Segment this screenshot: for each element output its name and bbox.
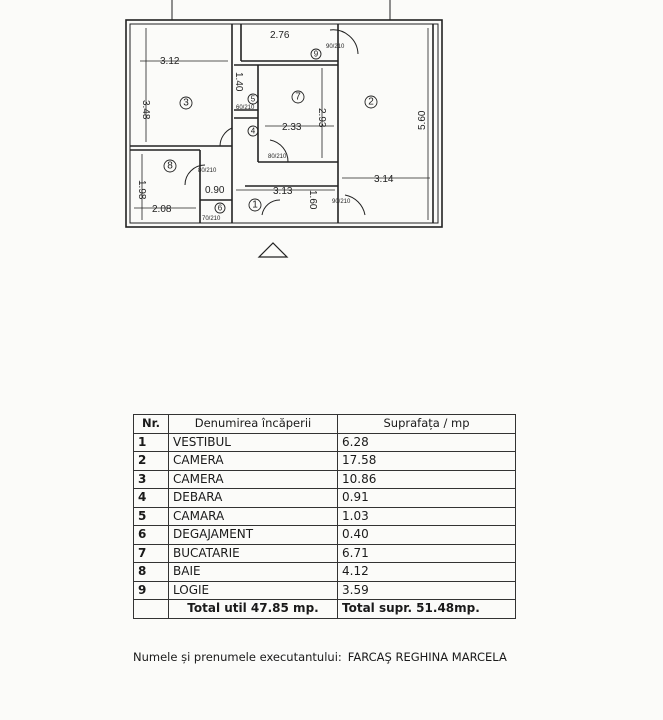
outer-wall — [125, 19, 443, 228]
north-arrow-icon — [257, 242, 289, 258]
room-number: 2 — [368, 97, 374, 108]
row-name: DEBARA — [168, 488, 338, 508]
door-label: 80/210 — [268, 154, 287, 160]
header-name: Denumirea încăperii — [168, 414, 338, 434]
total-supr: Total supr. 51.48mp. — [337, 599, 516, 619]
row-name: BUCATARIE — [168, 543, 338, 563]
row-name: CAMERA — [168, 469, 338, 489]
door-label: 90/210 — [326, 44, 345, 50]
row-area: 4.12 — [337, 562, 516, 582]
row-area: 0.91 — [337, 488, 516, 508]
header-nr: Nr. — [133, 414, 169, 434]
table-total-row: Total util 47.85 mp. Total supr. 51.48mp… — [133, 599, 516, 619]
room-number: 8 — [167, 161, 173, 172]
dim-label: 3.14 — [374, 174, 394, 185]
row-area: 6.71 — [337, 543, 516, 563]
row-name: CAMARA — [168, 506, 338, 526]
row-nr: 7 — [133, 543, 169, 563]
dim-label: 5.60 — [417, 110, 428, 130]
room-number: 7 — [295, 92, 301, 103]
executant-name: FARCAŞ REGHINA MARCELA — [347, 650, 507, 664]
dim-label: 0.90 — [205, 185, 225, 196]
executant-line: Numele și prenumele executantului: FARCAŞ… — [133, 650, 507, 664]
door-label: 80/210 — [198, 168, 217, 174]
dim-label: 1.98 — [136, 180, 147, 200]
row-name: CAMERA — [168, 451, 338, 471]
dim-label: 2.76 — [270, 30, 290, 41]
door-label: 60/210 — [236, 105, 255, 111]
dim-label: 3.48 — [140, 100, 151, 120]
row-nr: 6 — [133, 525, 169, 545]
room-number: 3 — [183, 98, 189, 109]
room-number: 1 — [252, 200, 258, 211]
row-name: DEGAJAMENT — [168, 525, 338, 545]
room-number: 9 — [314, 50, 319, 59]
dim-label: 3.13 — [273, 186, 293, 197]
dim-label: 2.93 — [316, 108, 327, 128]
dim-label: 2.08 — [152, 204, 172, 215]
door-label: 70/210 — [202, 216, 221, 222]
row-nr: 4 — [133, 488, 169, 508]
row-area: 3.59 — [337, 580, 516, 600]
door-label: 90/210 — [332, 199, 351, 205]
row-nr: 5 — [133, 506, 169, 526]
dim-label: 3.12 — [160, 56, 180, 67]
row-area: 6.28 — [337, 432, 516, 452]
room-number: 5 — [251, 95, 256, 104]
row-nr: 2 — [133, 451, 169, 471]
room-number: 4 — [251, 127, 256, 136]
rooms-table: Nr. Denumirea încăperii Suprafața / mp 1… — [133, 414, 516, 619]
dim-label: 2.33 — [282, 122, 302, 133]
row-nr: 9 — [133, 580, 169, 600]
header-area: Suprafața / mp — [337, 414, 516, 434]
row-area: 1.03 — [337, 506, 516, 526]
dim-label: 1.60 — [307, 190, 318, 210]
row-area: 17.58 — [337, 451, 516, 471]
room-number: 6 — [218, 204, 223, 213]
table-header-row: Nr. Denumirea încăperii Suprafața / mp — [133, 414, 516, 434]
row-area: 10.86 — [337, 469, 516, 489]
row-nr: 3 — [133, 469, 169, 489]
dim-label: 1.40 — [233, 72, 244, 92]
row-nr: 1 — [133, 432, 169, 452]
row-name: VESTIBUL — [168, 432, 338, 452]
row-name: LOGIE — [168, 580, 338, 600]
row-nr: 8 — [133, 562, 169, 582]
total-util: Total util 47.85 mp. — [168, 599, 338, 619]
row-name: BAIE — [168, 562, 338, 582]
executant-label: Numele și prenumele executantului: — [133, 650, 342, 664]
row-area: 0.40 — [337, 525, 516, 545]
